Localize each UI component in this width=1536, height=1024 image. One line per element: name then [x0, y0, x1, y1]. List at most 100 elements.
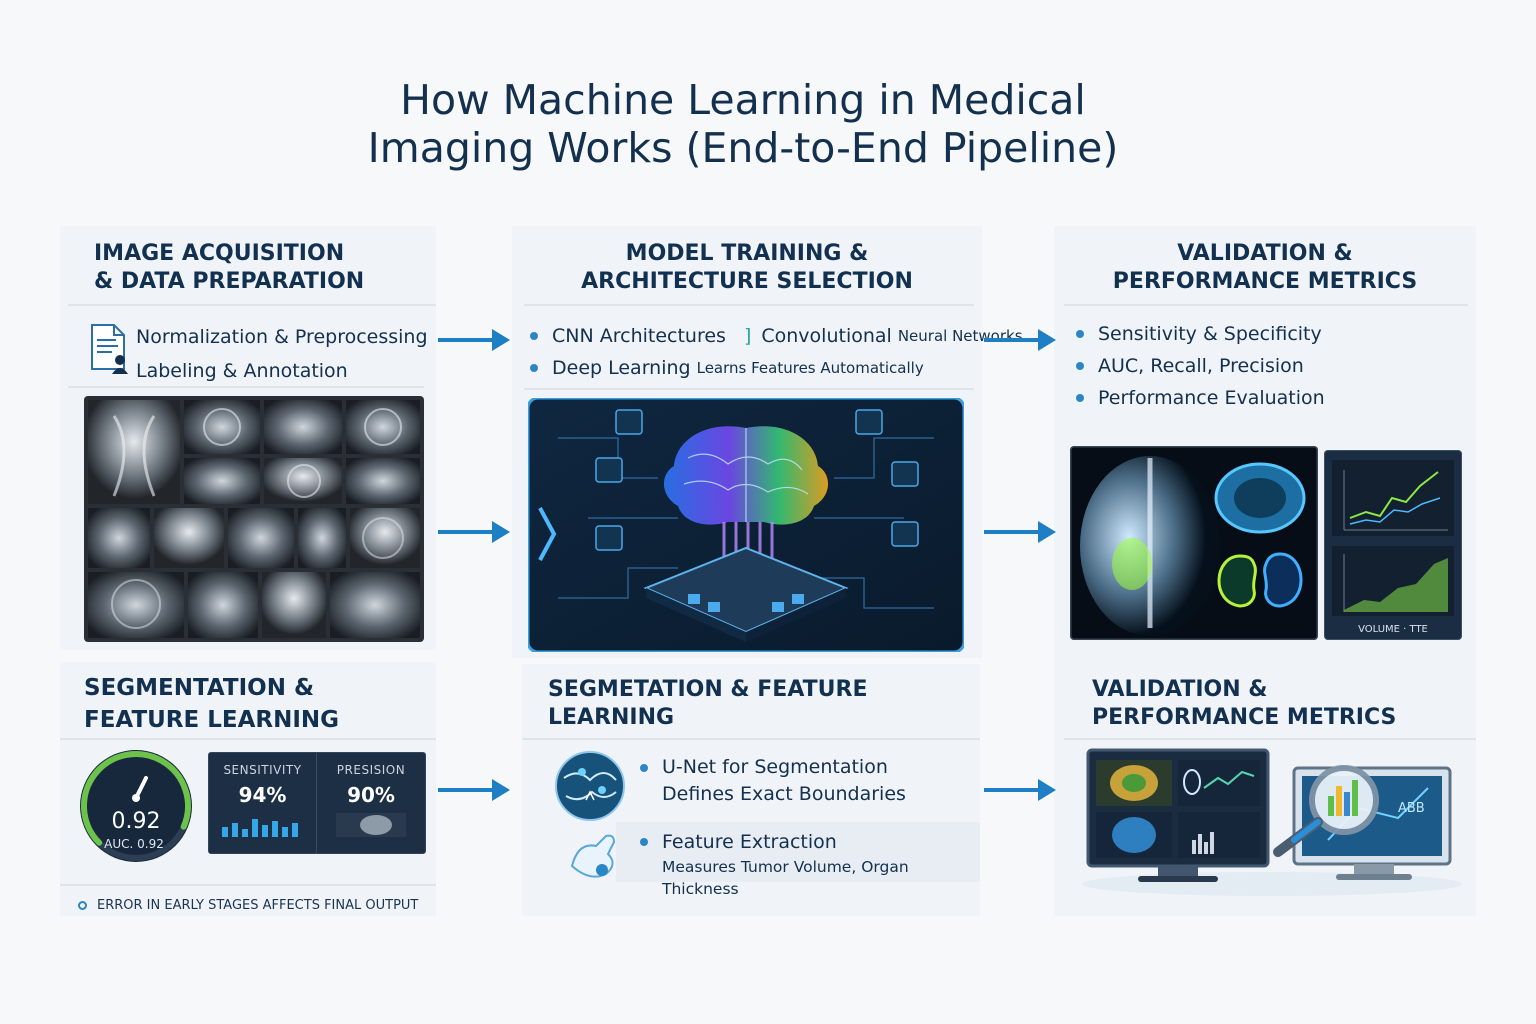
- panel-validation-bottom: VALIDATION & PERFORMANCE METRICS ABB: [1054, 664, 1476, 916]
- divider: [60, 884, 436, 886]
- bullet-text: Deep Learning: [552, 357, 691, 379]
- panel-validation-top: VALIDATION & PERFORMANCE METRICS Sensiti…: [1054, 226, 1476, 666]
- note-text: ERROR IN EARLY STAGES AFFECTS FINAL OUTP…: [97, 898, 419, 913]
- bullet-dot: [530, 364, 538, 372]
- warning-note: ERROR IN EARLY STAGES AFFECTS FINAL OUTP…: [78, 898, 418, 913]
- divider: [522, 738, 980, 740]
- bullet-text: Convolutional: [761, 325, 892, 347]
- heading-line: VALIDATION &: [1177, 241, 1353, 266]
- stat-value: 90%: [347, 783, 395, 807]
- xray-chest-tile: [88, 400, 180, 504]
- bullet-text: U-Net for Segmentation: [662, 756, 888, 778]
- bullet-dot: [1076, 394, 1084, 402]
- bullet-performance: Performance Evaluation: [1076, 382, 1325, 414]
- bullet-cnn: CNN Architectures ] Convolutional Neural…: [530, 320, 1023, 352]
- arrow-right-icon: [984, 521, 1056, 543]
- mini-scan-thumbnail: [336, 813, 406, 837]
- bullet-normalization: Normalization & Preprocessing: [136, 326, 428, 348]
- divider: [524, 304, 974, 306]
- heading-line: VALIDATION &: [1092, 677, 1268, 702]
- bullet-text: Feature Extraction: [662, 831, 837, 853]
- panel-image-acquisition: IMAGE ACQUISITION & DATA PREPARATION Nor…: [60, 226, 436, 650]
- stat-value: 94%: [238, 783, 287, 807]
- divider: [524, 388, 974, 390]
- bullet-list: U-Net for Segmentation Defines Exact Bou…: [640, 754, 906, 808]
- panel-heading: IMAGE ACQUISITION & DATA PREPARATION: [94, 240, 364, 296]
- bullet-text: CNN Architectures: [552, 325, 726, 347]
- arrow-right-icon: [438, 329, 510, 351]
- bullet-subtext: Learns Features Automatically: [696, 359, 924, 377]
- heading-line: SEGMETATION & FEATURE: [548, 677, 868, 702]
- arrow-right-icon: [438, 779, 510, 801]
- stat-sensitivity: SENSITIVITY 94%: [209, 753, 317, 853]
- panel-segmentation-metrics: SEGMENTATION & FEATURE LEARNING 0.92 AUC…: [60, 662, 436, 916]
- hand-probe-icon: [570, 834, 616, 878]
- bracket-separator: ]: [743, 325, 752, 347]
- heading-line: PERFORMANCE METRICS: [1112, 269, 1418, 294]
- bullet-dot: [640, 838, 648, 846]
- chart-caption: VOLUME · TTE: [1358, 624, 1428, 635]
- bullet-deep-learning: Deep Learning Learns Features Automatica…: [530, 352, 1023, 384]
- divider: [68, 386, 424, 388]
- stat-label: PRESISION: [336, 763, 406, 777]
- divider: [68, 304, 436, 306]
- heading-line: FEATURE LEARNING: [84, 707, 340, 733]
- heading-line: & DATA PREPARATION: [94, 269, 365, 294]
- arrow-right-icon: [984, 329, 1056, 351]
- divider: [1064, 738, 1476, 740]
- panel-model-training: MODEL TRAINING & ARCHITECTURE SELECTION …: [512, 226, 1023, 658]
- monitors-magnifier-illustration: ABB: [1082, 748, 1462, 896]
- heading-line: IMAGE ACQUISITION: [94, 241, 345, 266]
- panel-heading: VALIDATION & PERFORMANCE METRICS: [1054, 240, 1476, 296]
- stats-panel: SENSITIVITY 94% PRESISION 90%: [208, 752, 426, 854]
- metrics-chart-screen: VOLUME · TTE: [1324, 450, 1462, 640]
- bullet-feature-extraction: Feature Extraction Measures Tumor Volume…: [640, 828, 980, 900]
- bullet-list: Sensitivity & Specificity AUC, Recall, P…: [1076, 318, 1325, 414]
- gauge-label: AUC. 0.92: [104, 837, 164, 851]
- neural-brain-chip-illustration: [528, 398, 964, 652]
- bullet-dot: [530, 332, 538, 340]
- bullet-dot: [640, 764, 648, 772]
- panel-segmentation-feature: SEGMETATION & FEATURE LEARNING U-Net for…: [522, 664, 980, 916]
- title-line-1: How Machine Learning in Medical: [400, 76, 1086, 124]
- mini-bar-chart: [221, 819, 298, 837]
- auc-gauge: 0.92 AUC. 0.92: [80, 750, 192, 862]
- screen-text: ABB: [1398, 801, 1425, 816]
- bullet-dot: [1076, 362, 1084, 370]
- heading-line: PERFORMANCE METRICS: [1092, 705, 1397, 730]
- panel-heading: MODEL TRAINING & ARCHITECTURE SELECTION: [512, 240, 982, 296]
- xray-organ-scan-screen: [1070, 446, 1318, 640]
- panel-heading: SEGMENTATION & FEATURE LEARNING: [84, 672, 339, 736]
- heading-line: ARCHITECTURE SELECTION: [581, 269, 913, 294]
- medical-scan-mosaic: [84, 396, 424, 642]
- bullet-labeling: Labeling & Annotation: [136, 360, 348, 382]
- bullet-list: Normalization & Preprocessing Labeling &…: [136, 320, 428, 388]
- heading-line: MODEL TRAINING &: [625, 241, 869, 266]
- bullet-sensitivity: Sensitivity & Specificity: [1076, 318, 1325, 350]
- bullet-unet: U-Net for Segmentation Defines Exact Bou…: [640, 754, 906, 808]
- bullet-text: AUC, Recall, Precision: [1098, 355, 1304, 377]
- document-user-icon: [91, 324, 128, 374]
- bullet-text: Sensitivity & Specificity: [1098, 323, 1322, 345]
- bullet-subtext: Measures Tumor Volume, Organ Thickness: [662, 858, 909, 898]
- panel-heading: SEGMETATION & FEATURE LEARNING: [548, 676, 868, 732]
- bullet-auc: AUC, Recall, Precision: [1076, 350, 1325, 382]
- bullet-list: Feature Extraction Measures Tumor Volume…: [640, 828, 980, 900]
- globe-network-icon: [555, 751, 625, 821]
- panel-heading: VALIDATION & PERFORMANCE METRICS: [1092, 676, 1396, 732]
- gauge-value: 0.92: [112, 809, 161, 834]
- heading-line: LEARNING: [548, 705, 675, 730]
- bullet-dot: [1076, 330, 1084, 338]
- bullet-list: CNN Architectures ] Convolutional Neural…: [530, 320, 1023, 384]
- bullet-band: [616, 822, 980, 882]
- gauge-fill-arc: [80, 751, 191, 846]
- bullet-text: Performance Evaluation: [1098, 387, 1325, 409]
- divider: [1064, 304, 1468, 306]
- heading-line: SEGMENTATION &: [84, 675, 315, 701]
- stat-label: SENSITIVITY: [223, 763, 302, 777]
- divider: [60, 738, 436, 740]
- page-title: How Machine Learning in Medical Imaging …: [0, 76, 1486, 172]
- arrow-right-icon: [438, 521, 510, 543]
- info-ring-icon: [78, 901, 87, 910]
- bullet-text: Defines Exact Boundaries: [662, 783, 906, 805]
